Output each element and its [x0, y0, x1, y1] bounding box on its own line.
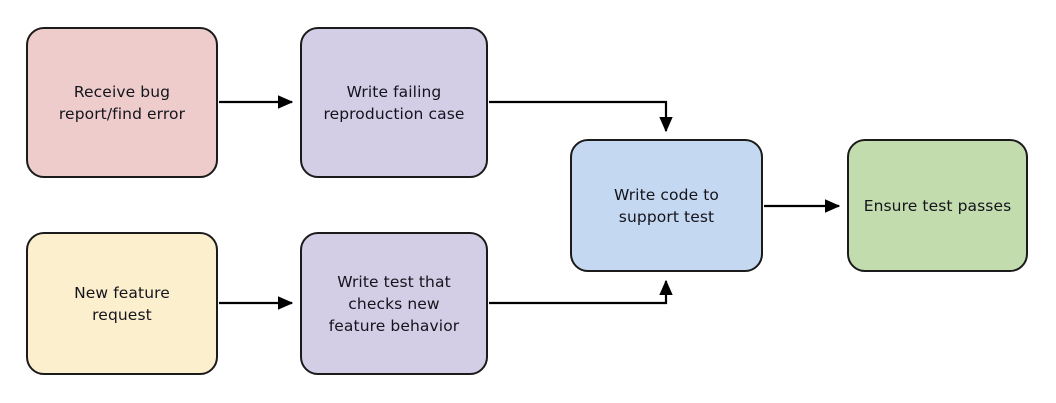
node-ensure-test-passes[interactable]: Ensure test passes — [847, 139, 1028, 272]
edge-write-test-to-write-code — [489, 279, 673, 305]
node-new-feature-request[interactable]: New feature request — [26, 232, 218, 375]
node-label: Ensure test passes — [863, 196, 1012, 215]
node-write-test-checks-new-feature[interactable]: Write test that checks new feature behav… — [300, 232, 488, 375]
edge-paths — [219, 95, 841, 310]
node-write-code-to-support-test[interactable]: Write code to support test — [570, 139, 763, 272]
node-write-failing-reproduction-case[interactable]: Write failing reproduction case — [300, 27, 488, 178]
node-receive-bug-report[interactable]: Receive bug report/find error — [26, 27, 218, 178]
node-label: Write code to support test — [613, 185, 720, 226]
node-label: Receive bug report/find error — [58, 82, 186, 123]
edge-reproduction-case-to-write-code — [489, 100, 673, 133]
node-label: New feature request — [74, 283, 170, 324]
node-label: Write failing reproduction case — [323, 82, 465, 123]
node-label: Write test that checks new feature behav… — [328, 272, 460, 335]
